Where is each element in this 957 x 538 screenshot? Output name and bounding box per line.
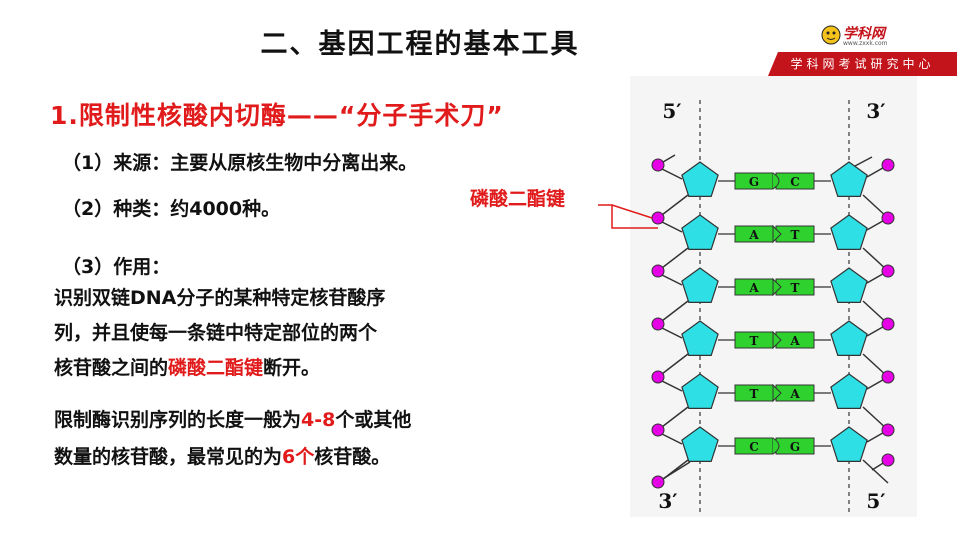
phosphate-icon xyxy=(881,370,895,384)
end-label-bottom-right: 5′ xyxy=(866,489,885,513)
base-notch xyxy=(772,277,782,297)
end-label-top-right: 3′ xyxy=(866,99,885,123)
end-label-bottom-left: 3′ xyxy=(658,489,677,513)
base-notch xyxy=(772,437,780,455)
sugar-icon xyxy=(681,267,719,303)
phosphate-icon xyxy=(881,211,895,225)
phosphate-icon xyxy=(651,475,665,489)
source-text: （1）来源：主要从原核生物中分离出来。 xyxy=(62,152,418,174)
base-letter-left: A xyxy=(748,281,759,295)
phosphate-icon xyxy=(651,264,665,278)
sugar-icon xyxy=(830,161,868,197)
function-line-2: 列，并且使每一条链中特定部位的两个 xyxy=(54,322,378,344)
right-backbone-start xyxy=(854,156,873,167)
phosphate-icon xyxy=(881,453,895,467)
highlight-six-nucleotides: 6个 xyxy=(282,446,315,468)
base-letter-left: A xyxy=(748,228,759,242)
logo-banner: 学科网考试研究中心 xyxy=(768,52,957,76)
recognition-line-2: 数量的核苷酸，最常见的为6个核苷酸。 xyxy=(54,439,411,476)
recognition-line-1-pre: 限制酶识别序列的长度一般为 xyxy=(54,409,302,431)
function-line-3: 核苷酸之间的磷酸二酯键断开。 xyxy=(54,351,385,386)
sugar-icon xyxy=(681,320,719,356)
phosphate-icon xyxy=(881,158,895,172)
base-letter-right: A xyxy=(789,334,800,348)
phosphate-icon xyxy=(651,211,665,225)
base-letter-right: T xyxy=(791,281,800,295)
logo-text: 学科网 xyxy=(843,26,885,42)
phosphate-icon xyxy=(881,423,895,437)
base-notch xyxy=(772,383,782,403)
function-line-3-pre: 核苷酸之间的 xyxy=(54,357,169,379)
function-paragraph: 识别双链DNA分子的某种特定核苷酸序 列，并且使每一条链中特定部位的两个 核苷酸… xyxy=(54,281,385,386)
logo-url: www.zxxk.com xyxy=(843,40,888,47)
bond-label: 磷酸二酯键 xyxy=(470,188,566,210)
page-title: 二、基因工程的基本工具 xyxy=(260,29,580,60)
sugar-icon xyxy=(830,320,868,356)
sugar-icon xyxy=(830,426,868,462)
base-letter-left: G xyxy=(749,175,759,189)
base-notch xyxy=(772,330,782,350)
base-letter-right: G xyxy=(790,440,800,454)
sugar-icon xyxy=(681,161,719,197)
highlight-length-range: 4-8 xyxy=(301,409,336,431)
recognition-paragraph: 限制酶识别序列的长度一般为4-8个或其他 数量的核苷酸，最常见的为6个核苷酸。 xyxy=(54,402,411,476)
phosphate-icon xyxy=(881,264,895,278)
phosphate-icon xyxy=(651,370,665,384)
function-line-3-post: 断开。 xyxy=(263,357,321,379)
bond-leader-line xyxy=(598,204,658,229)
bond-leader-line-2 xyxy=(611,204,653,219)
base-letter-left: C xyxy=(749,440,759,454)
base-letter-right: A xyxy=(789,387,800,401)
phosphate-icon xyxy=(651,317,665,331)
sugar-icon xyxy=(830,267,868,303)
highlight-phosphodiester-bond: 磷酸二酯键 xyxy=(168,357,264,379)
section-heading: 1.限制性核酸内切酶——“分子手术刀” xyxy=(50,101,504,130)
sugar-icon xyxy=(681,373,719,409)
base-letter-left: T xyxy=(750,387,759,401)
recognition-line-1: 限制酶识别序列的长度一般为4-8个或其他 xyxy=(54,402,411,439)
base-letter-left: T xyxy=(750,334,759,348)
base-notch xyxy=(772,224,782,244)
base-letter-right: C xyxy=(790,175,800,189)
phosphate-icon xyxy=(881,317,895,331)
phosphate-icon xyxy=(651,423,665,437)
sugar-icon xyxy=(830,373,868,409)
sugar-icon xyxy=(681,214,719,250)
recognition-line-2-pre: 数量的核苷酸，最常见的为 xyxy=(54,446,283,468)
right-backbone-segment xyxy=(862,459,889,484)
base-letter-right: T xyxy=(791,228,800,242)
logo-mascot-icon xyxy=(821,25,841,45)
end-label-top-left: 5′ xyxy=(662,99,681,123)
sugar-icon xyxy=(830,214,868,250)
sugar-icon xyxy=(681,426,719,462)
phosphate-icon xyxy=(651,158,665,172)
types-text: （2）种类：约4000种。 xyxy=(62,198,281,220)
recognition-line-2-post: 核苷酸。 xyxy=(314,446,391,468)
base-notch xyxy=(772,172,780,190)
diagram-labels: G C A T A T T A T A C G 5′ 3′ 3′ 5′ xyxy=(658,99,885,513)
function-title: （3）作用： xyxy=(62,256,171,278)
diagram-static xyxy=(598,100,895,515)
recognition-line-1-post: 个或其他 xyxy=(335,409,412,431)
function-line-1: 识别双链DNA分子的某种特定核苷酸序 xyxy=(54,287,386,309)
